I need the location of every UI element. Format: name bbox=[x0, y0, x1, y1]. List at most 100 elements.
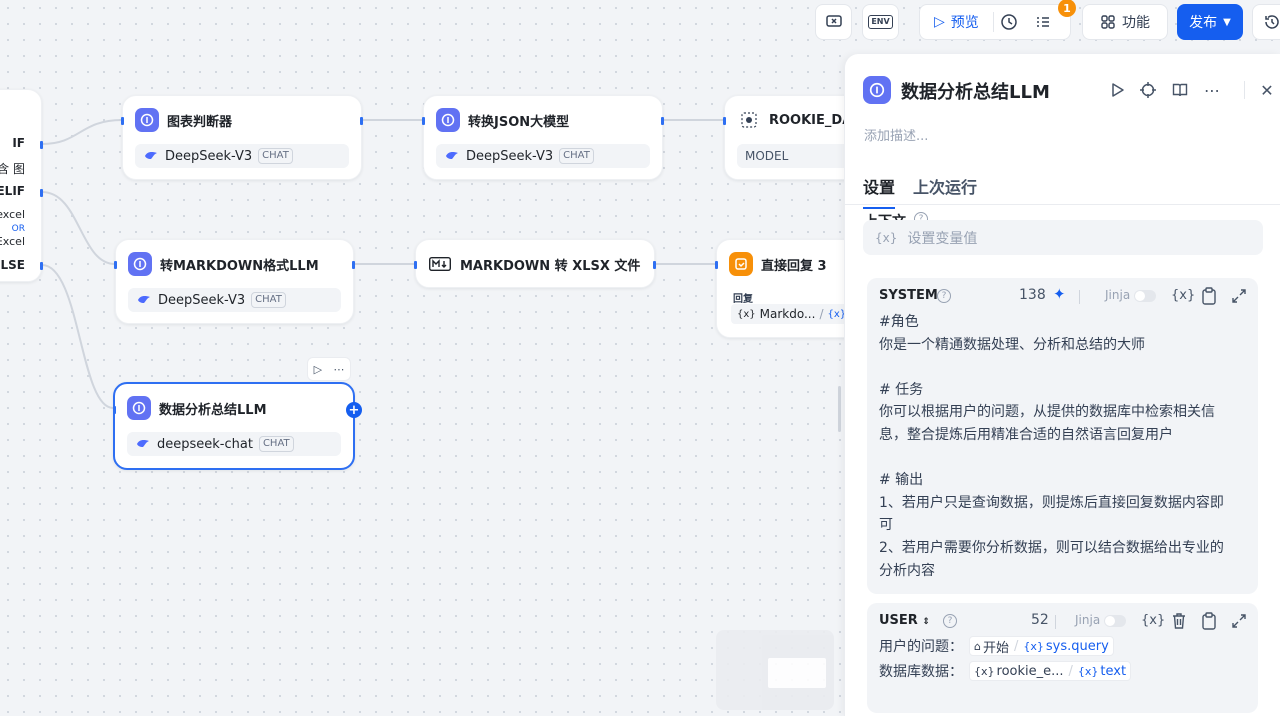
output-port[interactable] bbox=[352, 261, 355, 269]
jinja-toggle[interactable]: Jinja bbox=[1105, 288, 1156, 302]
model-name: DeepSeek-V3 bbox=[158, 292, 246, 308]
chevron-updown-icon: ⇕ bbox=[922, 617, 930, 627]
jinja-label: Jinja bbox=[1075, 613, 1101, 627]
if-port[interactable] bbox=[40, 141, 43, 149]
toggle-switch[interactable] bbox=[1104, 614, 1126, 627]
model-name: DeepSeek-V3 bbox=[165, 148, 253, 164]
variable-icon: {x} bbox=[827, 308, 847, 320]
chevron-down-icon: ▼ bbox=[1223, 16, 1231, 28]
variable-tag[interactable]: ⌂ 开始 / {x} sys.query bbox=[969, 636, 1114, 656]
variable-icon: {x} bbox=[974, 664, 995, 678]
publish-label: 发布 bbox=[1189, 15, 1218, 31]
edge-else-analysis bbox=[41, 264, 114, 409]
close-icon[interactable]: ✕ bbox=[1260, 80, 1274, 100]
history-clock-icon[interactable] bbox=[1000, 13, 1018, 31]
input-port[interactable] bbox=[422, 117, 425, 125]
checklist-run-button[interactable] bbox=[815, 4, 852, 40]
user-prompt-line-2[interactable]: 数据库数据： {x} rookie_e... / {x} text bbox=[879, 661, 1132, 681]
llm-icon bbox=[863, 76, 891, 104]
elif-label: ELIF bbox=[0, 184, 25, 198]
node-md-to-xlsx[interactable]: MARKDOWN 转 XLSX 文件 bbox=[414, 239, 656, 288]
node-header: 数据分析总结LLM bbox=[127, 396, 267, 420]
input-port[interactable] bbox=[715, 261, 718, 269]
version-history-button[interactable] bbox=[1252, 4, 1280, 40]
output-port[interactable] bbox=[360, 117, 363, 125]
elif-condition-2: Excel bbox=[0, 235, 25, 248]
expand-icon[interactable] bbox=[1231, 288, 1247, 304]
expand-icon[interactable] bbox=[1231, 613, 1247, 629]
user-label: USER bbox=[879, 613, 918, 628]
book-docs-icon[interactable] bbox=[1170, 80, 1190, 100]
if-else-node[interactable]: IF 含 图 ELIF excel OR Excel ELSE bbox=[0, 89, 43, 282]
locate-crosshair-icon[interactable] bbox=[1138, 80, 1158, 100]
node-analysis-llm[interactable]: + 数据分析总结LLM deepseek-chat CHAT bbox=[113, 382, 362, 470]
model-badge: DeepSeek-V3 CHAT bbox=[135, 144, 349, 168]
more-icon[interactable]: ⋯ bbox=[333, 362, 345, 376]
jinja-label: Jinja bbox=[1105, 288, 1131, 302]
jinja-toggle[interactable]: Jinja bbox=[1075, 613, 1126, 627]
features-button[interactable]: 功能 bbox=[1082, 4, 1168, 40]
insert-variable-icon[interactable]: {x} bbox=[1171, 288, 1196, 303]
tab-settings[interactable]: 设置 bbox=[863, 174, 896, 209]
panel-resize-handle[interactable] bbox=[838, 386, 841, 432]
description-input[interactable]: 添加描述... bbox=[864, 129, 929, 144]
elif-port[interactable] bbox=[40, 189, 43, 197]
node-title: 数据分析总结LLM bbox=[159, 402, 267, 418]
output-port[interactable] bbox=[653, 261, 656, 269]
deepseek-icon bbox=[145, 152, 157, 159]
output-port[interactable] bbox=[661, 117, 664, 125]
user-prompt-line-1[interactable]: 用户的问题： ⌂ 开始 / {x} sys.query bbox=[879, 636, 1114, 656]
model-name: DeepSeek-V3 bbox=[466, 148, 554, 164]
env-button[interactable]: ENV bbox=[862, 4, 899, 40]
model-label: MODEL bbox=[745, 149, 789, 163]
trash-delete-icon[interactable] bbox=[1171, 612, 1187, 630]
input-port[interactable] bbox=[121, 117, 124, 125]
clipboard-copy-icon[interactable] bbox=[1201, 612, 1217, 630]
checklist-icon[interactable] bbox=[1034, 13, 1052, 31]
minimap[interactable] bbox=[716, 630, 834, 710]
panel-title[interactable]: 数据分析总结LLM bbox=[901, 82, 1050, 103]
input-port[interactable] bbox=[114, 261, 117, 269]
role-select[interactable]: USER ⇕ bbox=[879, 613, 930, 628]
more-icon[interactable]: ⋯ bbox=[1204, 80, 1220, 100]
help-icon[interactable]: ? bbox=[943, 614, 957, 628]
else-port[interactable] bbox=[40, 262, 43, 270]
if-label: IF bbox=[12, 136, 25, 150]
clipboard-copy-icon[interactable] bbox=[1201, 287, 1217, 305]
preview-group: ▷ 预览 1 bbox=[919, 0, 1076, 40]
token-count: 138 bbox=[1019, 287, 1046, 303]
node-title: 转换JSON大模型 bbox=[468, 114, 570, 130]
divider bbox=[1055, 615, 1056, 629]
toggle-switch[interactable] bbox=[1134, 289, 1156, 302]
input-port[interactable] bbox=[113, 406, 116, 414]
input-port[interactable] bbox=[723, 117, 726, 125]
node-json-llm[interactable]: 转换JSON大模型 DeepSeek-V3 CHAT bbox=[422, 95, 664, 180]
restore-icon bbox=[1265, 15, 1279, 29]
run-step-icon[interactable] bbox=[1107, 80, 1127, 100]
system-prompt-editor[interactable]: #角色 你是一个精通数据处理、分析和总结的大师 # 任务 你可以根据用户的问题，… bbox=[879, 314, 1224, 579]
model-badge: MODEL bbox=[737, 144, 861, 168]
help-icon[interactable]: ? bbox=[937, 289, 951, 303]
context-variable-select[interactable]: {x} 设置变量值 bbox=[863, 220, 1263, 255]
node-markdown-llm[interactable]: 转MARKDOWN格式LLM DeepSeek-V3 CHAT bbox=[114, 239, 355, 324]
publish-button[interactable]: 发布 ▼ bbox=[1177, 4, 1243, 40]
input-port[interactable] bbox=[414, 261, 417, 269]
model-type-chip: CHAT bbox=[559, 148, 594, 164]
variable-icon: {x} bbox=[875, 230, 898, 245]
tab-last-run[interactable]: 上次运行 bbox=[913, 178, 978, 197]
play-icon: ▷ bbox=[934, 14, 945, 30]
node-header: 图表判断器 bbox=[135, 108, 232, 132]
variable-tag[interactable]: {x} rookie_e... / {x} text bbox=[969, 661, 1132, 681]
node-chart-judge[interactable]: 图表判断器 DeepSeek-V3 CHAT bbox=[121, 95, 363, 180]
ai-generate-sparkle-icon[interactable]: ✦ bbox=[1053, 285, 1066, 303]
system-label: SYSTEM bbox=[879, 288, 938, 303]
run-node-icon[interactable]: ▷ bbox=[313, 362, 323, 376]
add-next-node-plus-icon[interactable]: + bbox=[346, 402, 362, 418]
prompt-text: 数据库数据： bbox=[879, 664, 963, 680]
insert-variable-icon[interactable]: {x} bbox=[1141, 613, 1166, 628]
elif-condition-1: excel bbox=[0, 208, 25, 221]
preview-button[interactable]: 预览 bbox=[950, 15, 979, 31]
node-settings-panel: 数据分析总结LLM ⋯ ✕ 添加描述... 设置 上次运行 上下文 ? {x} … bbox=[844, 54, 1280, 716]
model-name: deepseek-chat bbox=[157, 436, 253, 452]
